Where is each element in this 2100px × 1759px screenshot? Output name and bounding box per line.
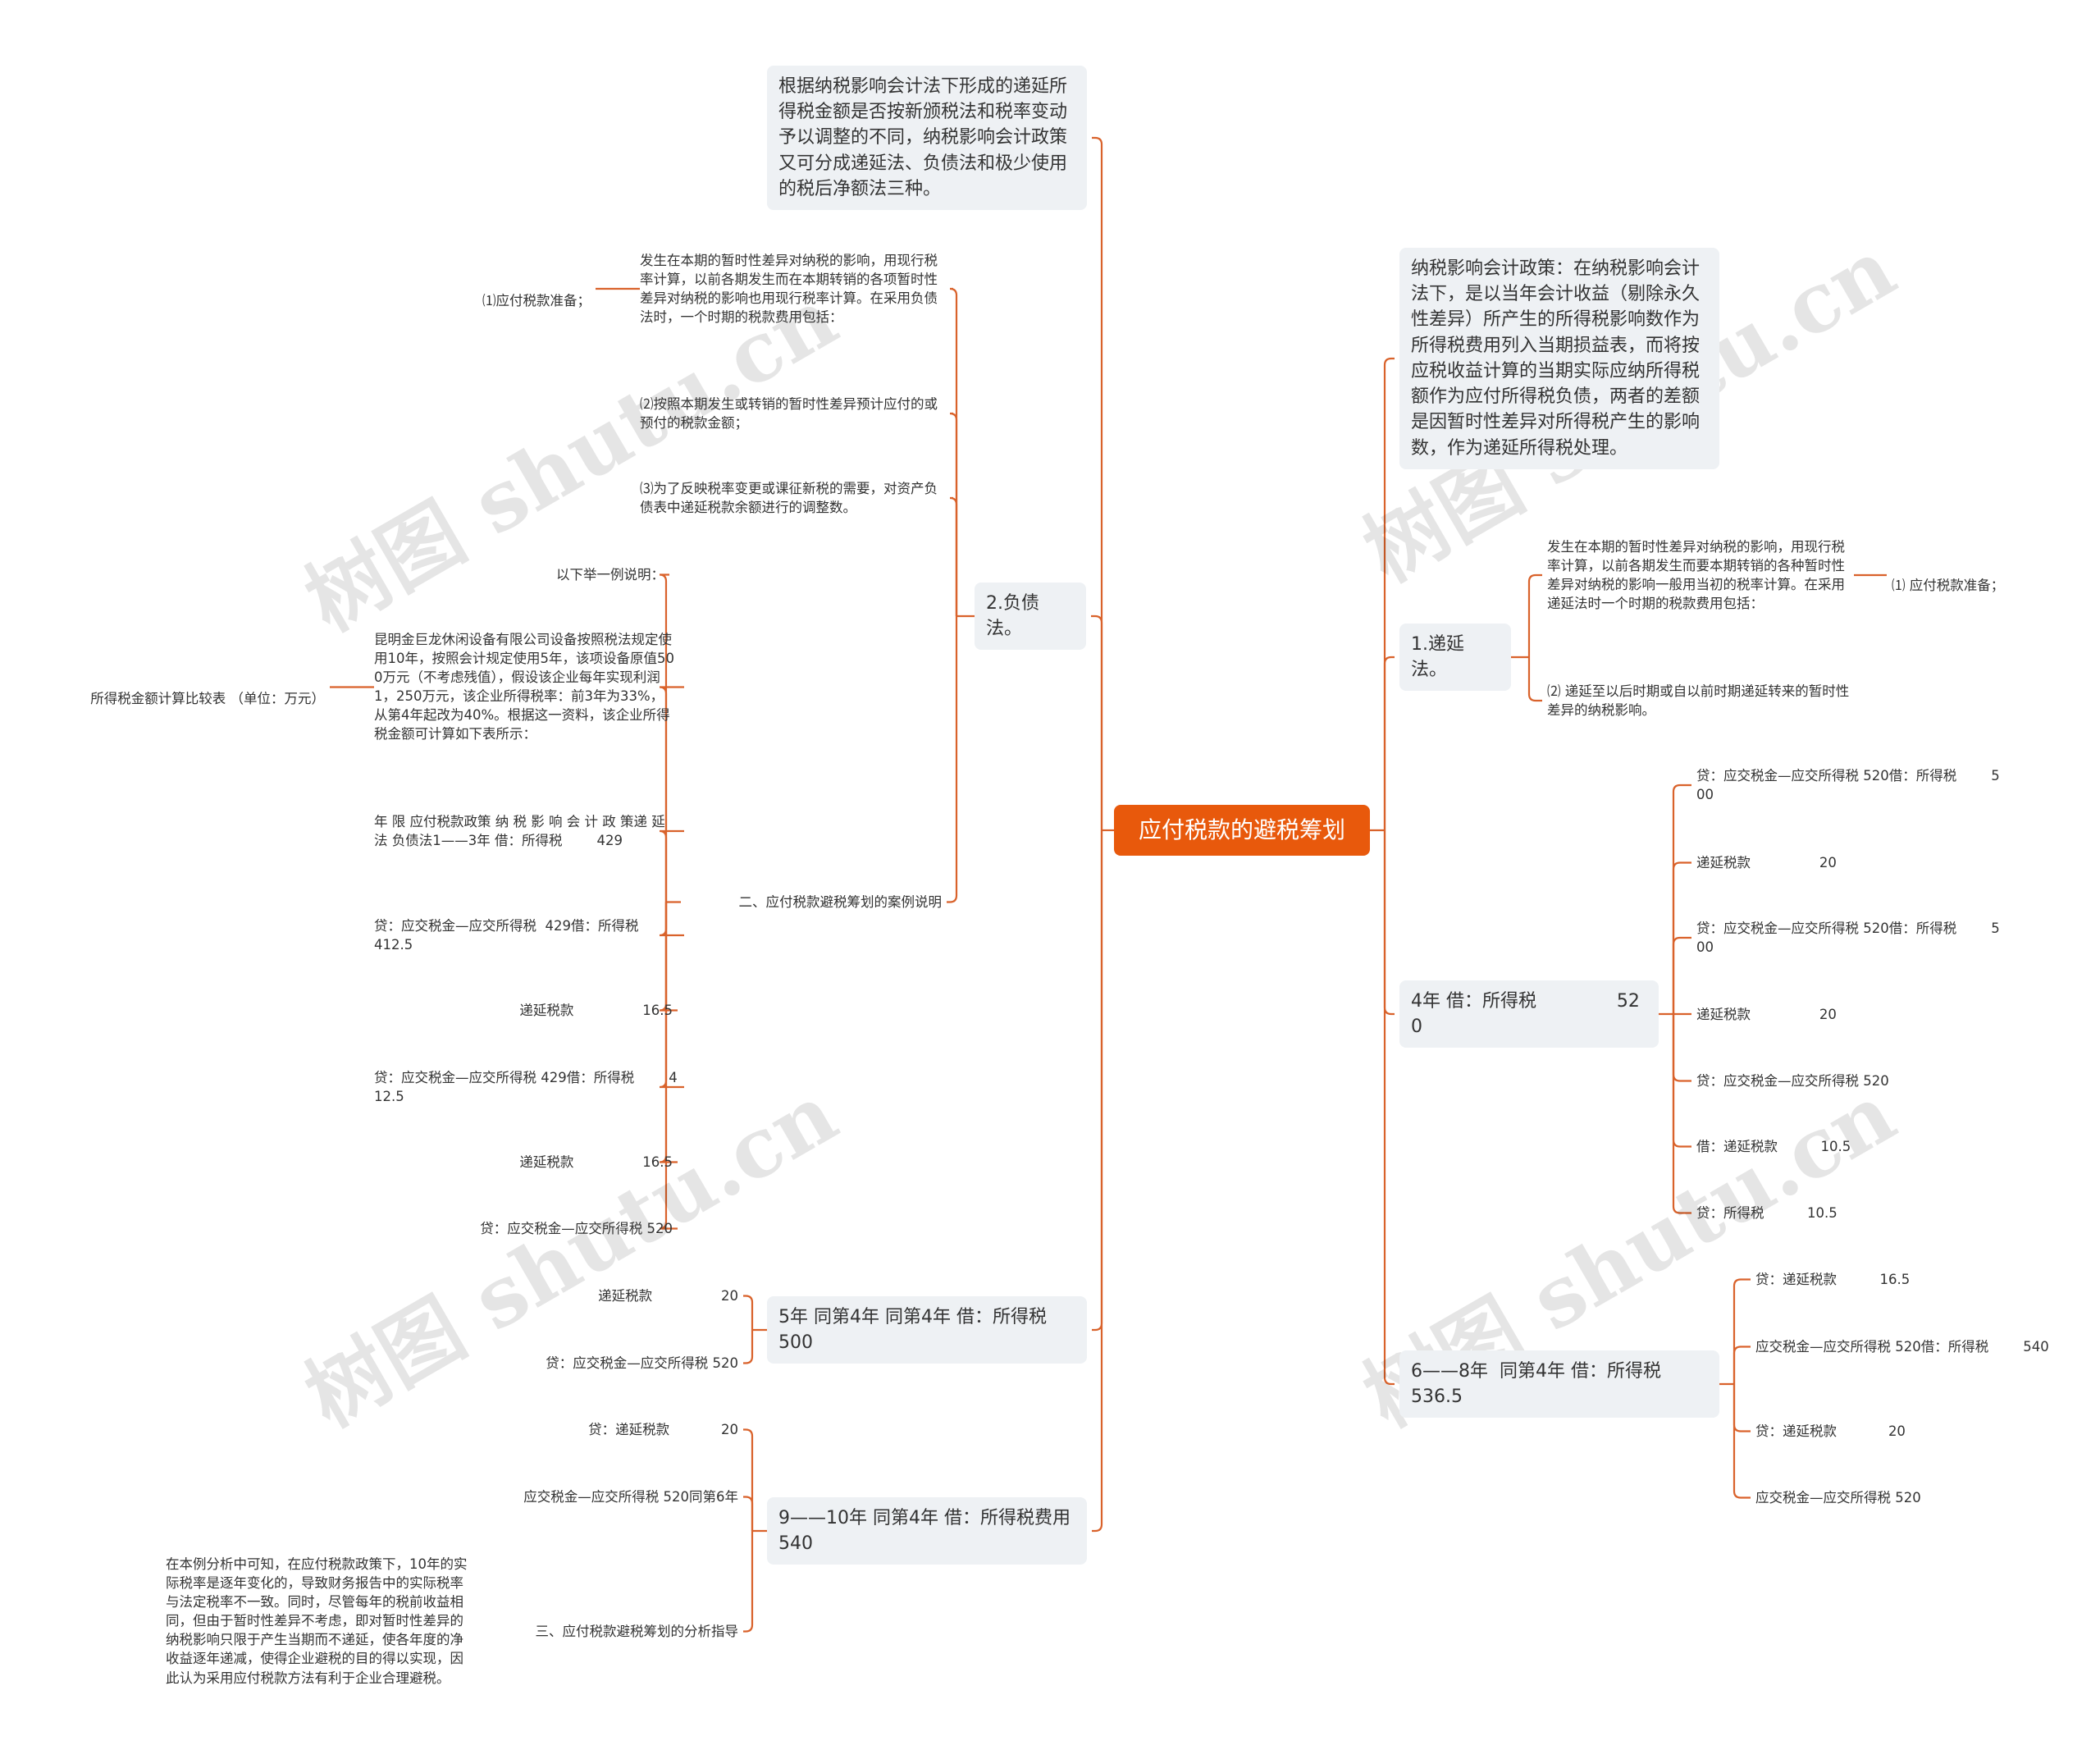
- connector-line: [1092, 830, 1103, 1332]
- connector-line: [659, 573, 669, 902]
- node-liability-desc[interactable]: 发生在本期的暂时性差异对纳税的影响，用现行税率计算，以前各期发生而在本期转销的各…: [640, 253, 938, 326]
- case-table-header[interactable]: 年 限 应付税款政策 纳 税 影 响 会 计 政 策递 延 法 负债法1——3年…: [374, 814, 669, 849]
- connector-line: [1092, 136, 1103, 830]
- connector-line: [1527, 657, 1542, 702]
- connector-line: [1672, 1014, 1691, 1082]
- connector-line: [949, 496, 958, 616]
- analysis-text[interactable]: 在本例分析中可知，在应付税款政策下，10年的实际税率是逐年变化的，导致财务报告中…: [166, 1556, 468, 1686]
- case-intro[interactable]: 以下举一例说明：: [556, 567, 664, 583]
- node-analysis-guide[interactable]: 三、应付税款避税筹划的分析指导: [535, 1624, 739, 1639]
- year-6-item-4[interactable]: 应交税金—应交所得税 520: [1755, 1490, 1921, 1505]
- deferral-item-2[interactable]: ⑵ 递延至以后时期或自以前时期递延转来的暂时性差异的纳税影响。: [1547, 683, 1850, 719]
- node-year-6-8[interactable]: 6——8年 同第4年 借：所得税 536.5: [1399, 1350, 1719, 1419]
- node-liability-item-2[interactable]: ⑵按照本期发生或转销的暂时性差异预计应付的或预付的税款金额；: [640, 396, 938, 432]
- connector-line: [1383, 357, 1395, 830]
- node-year-5[interactable]: 5年 同第4年 同第4年 借：所得税 500: [767, 1296, 1087, 1364]
- case-line-5[interactable]: 贷：应交税金—应交所得税 520: [480, 1221, 673, 1236]
- connector-line: [659, 902, 678, 1230]
- root-node[interactable]: 应付税款的避税筹划: [1114, 805, 1370, 856]
- connector-line: [1383, 830, 1395, 1386]
- year-9-item-1[interactable]: 贷：递延税款 20: [588, 1422, 738, 1437]
- connector-line: [1672, 784, 1691, 1014]
- year-9-item-2[interactable]: 应交税金—应交所得税 520同第6年: [523, 1489, 738, 1505]
- connector-line: [743, 1531, 754, 1633]
- node-tax-effect-policy[interactable]: 纳税影响会计政策：在纳税影响会计法下，是以当年会计收益（剔除永久性差异）所产生的…: [1399, 248, 1719, 469]
- connector-line: [743, 1496, 754, 1531]
- connector-line: [947, 616, 958, 903]
- connector-line: [1383, 830, 1395, 1016]
- connector-line: [743, 1428, 754, 1531]
- connector-line: [1091, 615, 1103, 830]
- year-4-item-2[interactable]: 递延税款 20: [1696, 855, 1837, 870]
- year-4-item-1[interactable]: 贷：应交税金—应交所得税 520借：所得税 500: [1696, 768, 2000, 803]
- connector-line: [659, 686, 684, 902]
- connector-line: [1732, 1278, 1751, 1384]
- node-deferral-method[interactable]: 1.递延法。: [1399, 624, 1511, 692]
- connector-line: [1527, 573, 1542, 657]
- connector-line: [1732, 1384, 1751, 1432]
- year-4-item-3[interactable]: 贷：应交税金—应交所得税 520借：所得税 500: [1696, 921, 2000, 956]
- node-liability-method[interactable]: 2.负债法。: [975, 583, 1086, 651]
- connector-line: [743, 1330, 754, 1364]
- connector-line: [949, 287, 958, 616]
- case-line-2[interactable]: 递延税款 16.5: [519, 1003, 673, 1018]
- year-4-item-5[interactable]: 贷：应交税金—应交所得税 520: [1696, 1073, 1889, 1089]
- year-6-item-2[interactable]: 应交税金—应交所得税 520借：所得税 540: [1755, 1339, 2049, 1355]
- case-line-4[interactable]: 递延税款 16.5: [519, 1154, 673, 1170]
- connector-line: [1732, 1384, 1751, 1499]
- connector-line: [1383, 656, 1395, 830]
- year-4-item-6[interactable]: 借：递延税款 10.5: [1696, 1139, 1851, 1154]
- year-4-item-4[interactable]: 递延税款 20: [1696, 1007, 1837, 1022]
- node-year-9-10[interactable]: 9——10年 同第4年 借：所得税费用 540: [767, 1497, 1087, 1565]
- connector-line: [659, 829, 684, 902]
- case-line-3[interactable]: 贷：应交税金—应交所得税 429借：所得税 412.5: [374, 1070, 678, 1105]
- connector-line: [949, 412, 958, 616]
- year-6-item-1[interactable]: 贷：递延税款 16.5: [1755, 1272, 1911, 1287]
- year-5-item-2[interactable]: 贷：应交税金—应交所得税 520: [546, 1355, 738, 1371]
- year-6-item-3[interactable]: 贷：递延税款 20: [1755, 1423, 1906, 1439]
- node-case-explanation[interactable]: 二、应付税款避税筹划的案例说明: [738, 894, 943, 910]
- case-example[interactable]: 昆明金巨龙休闲设备有限公司设备按照税法规定使用10年，按照会计规定使用5年，该项…: [374, 632, 690, 742]
- connector-line: [1672, 936, 1691, 1014]
- node-tax-payable-reserve[interactable]: ⑴应付税款准备；: [482, 293, 591, 308]
- connector-line: [1672, 1014, 1691, 1214]
- node-liability-item-3[interactable]: ⑶为了反映税率变更或课征新税的需要，对资产负债表中递延税款余额进行的调整数。: [640, 481, 938, 516]
- connector-line: [1092, 830, 1103, 1533]
- connector-line: [1672, 861, 1691, 1014]
- node-year-4[interactable]: 4年 借：所得税 520: [1399, 980, 1659, 1049]
- connector-line: [1732, 1346, 1751, 1384]
- node-intro-text[interactable]: 根据纳税影响会计法下形成的递延所得税金额是否按新颁税法和税率变动予以调整的不同，…: [767, 66, 1087, 211]
- year-5-item-1[interactable]: 递延税款 20: [598, 1288, 738, 1304]
- deferral-desc[interactable]: 发生在本期的暂时性差异对纳税的影响，用现行税率计算，以前各期发生而要本期转销的各…: [1547, 539, 1845, 612]
- table-caption[interactable]: 所得税金额计算比较表 （单位：万元）: [90, 691, 325, 706]
- deferral-tax-payable-reserve[interactable]: ⑴ 应付税款准备；: [1892, 578, 2005, 593]
- case-line-1[interactable]: 贷：应交税金—应交所得税 429借：所得税 412.5: [374, 918, 678, 953]
- year-4-item-7[interactable]: 贷：所得税 10.5: [1696, 1205, 1838, 1221]
- connector-line: [743, 1295, 754, 1330]
